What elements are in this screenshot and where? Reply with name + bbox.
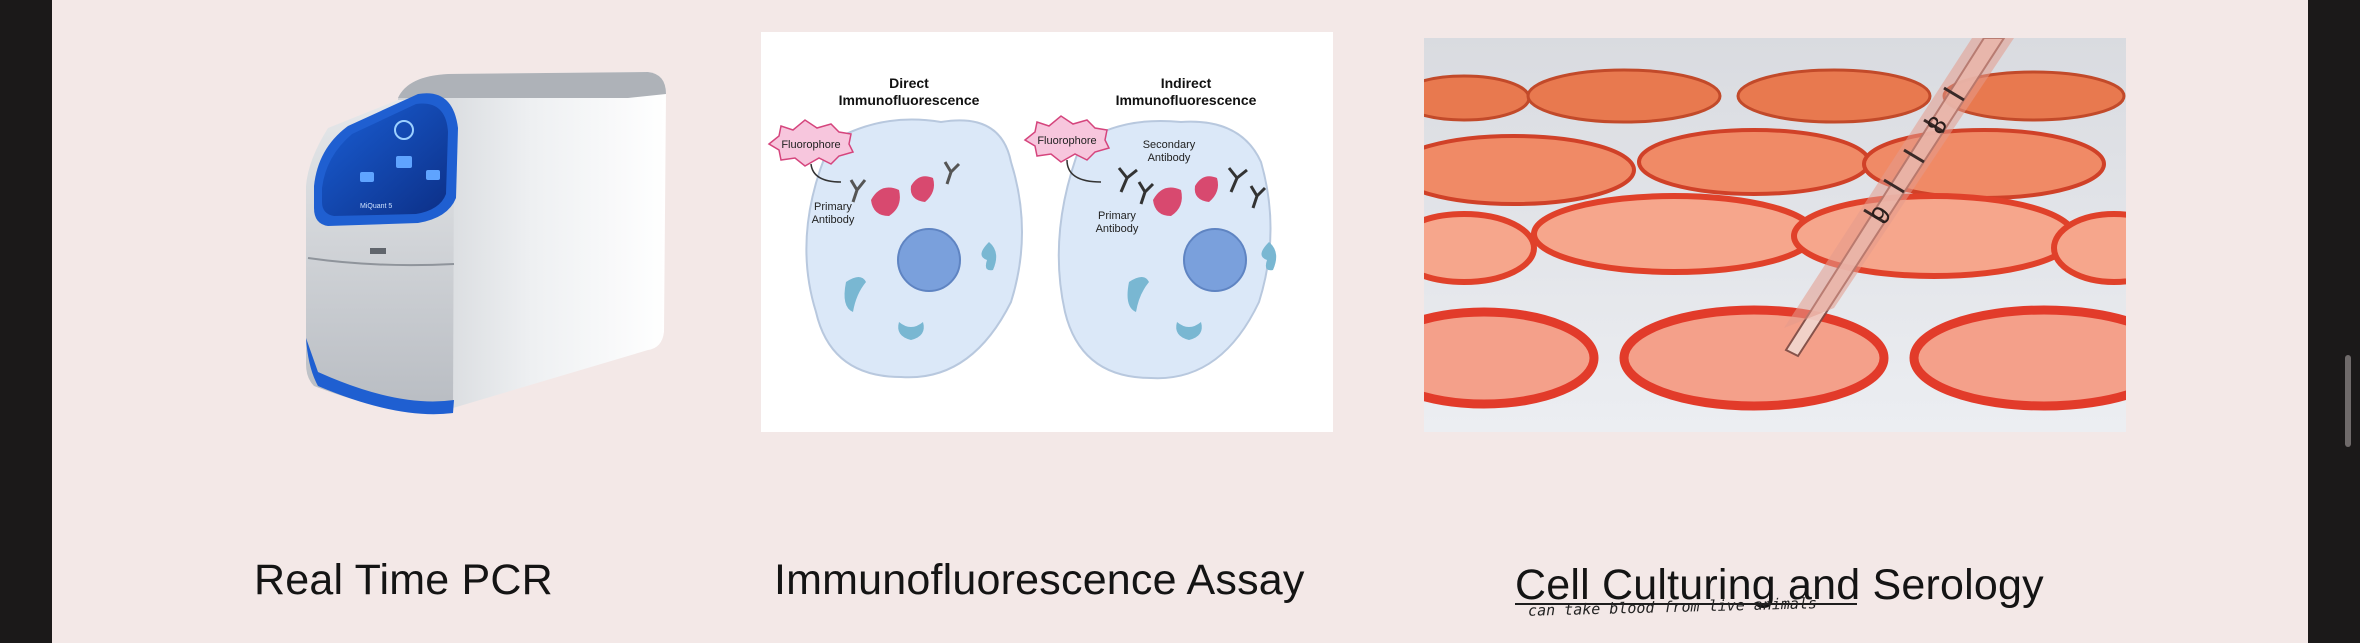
handwritten-underline <box>1515 603 1857 605</box>
secondary-antibody-label-1: Secondary <box>1143 139 1196 151</box>
caption-immunofluorescence-assay: Immunofluorescence Assay <box>774 556 1305 604</box>
primary-antibody-label-right-2: Antibody <box>1096 223 1139 235</box>
scrollbar-track[interactable] <box>2308 0 2360 643</box>
direct-title-line1: Direct <box>889 75 929 91</box>
scrollbar-thumb[interactable] <box>2345 355 2351 447</box>
immunofluorescence-diagram: Direct Immunofluorescence Indirect Immun… <box>761 32 1333 432</box>
indirect-title-line2: Immunofluorescence <box>1116 92 1257 108</box>
cell-culture-image: 8 9 <box>1424 38 2126 432</box>
indirect-title-line1: Indirect <box>1161 75 1212 91</box>
pcr-brand-label: MiQuant 5 <box>360 203 392 210</box>
fluorophore-label-left: Fluorophore <box>781 139 840 151</box>
caption-real-time-pcr: Real Time PCR <box>254 556 553 604</box>
direct-title-line2: Immunofluorescence <box>839 92 980 108</box>
fluorophore-label-right: Fluorophore <box>1037 135 1096 147</box>
pcr-machine-image: MiQuant 5 <box>306 72 666 415</box>
primary-antibody-label-left-1: Primary <box>814 201 852 213</box>
primary-antibody-label-right-1: Primary <box>1098 210 1136 222</box>
page-content: MiQuant 5 Direct Immunofluorescence Indi… <box>52 0 2308 643</box>
secondary-antibody-label-2: Antibody <box>1148 152 1191 164</box>
primary-antibody-label-left-2: Antibody <box>812 214 855 226</box>
caption-cell-culturing-serology: Cell Culturing and Serology <box>1515 561 2044 609</box>
